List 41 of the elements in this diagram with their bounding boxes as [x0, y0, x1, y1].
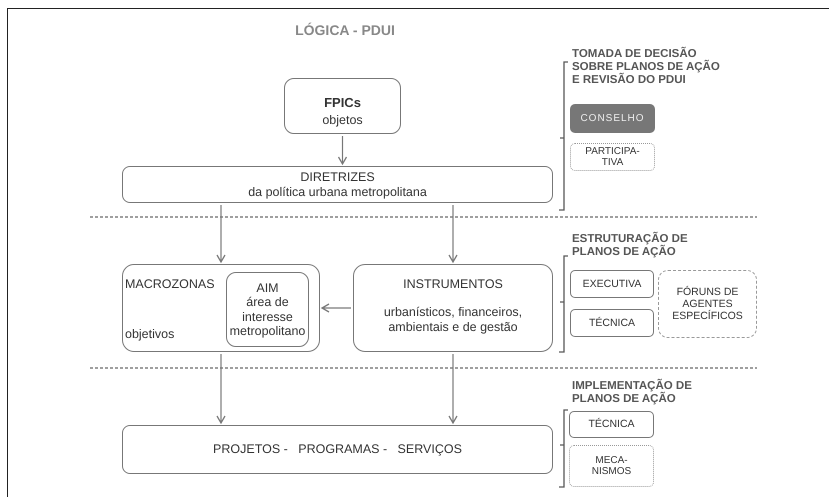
rounded-box: [226, 272, 309, 347]
rounded-box: [353, 264, 553, 352]
node-text: urbanísticos, financeiros, ambientais e de gestão: [382, 305, 524, 334]
node-title: PROJETOS - PROGRAMAS - SERVIÇOS: [213, 442, 462, 457]
rounded-box: [570, 309, 654, 337]
section-heading: ESTRUTURAÇÃO DE PLANOS DE AÇÃO: [572, 233, 689, 259]
arrow: [216, 354, 226, 424]
arrow: [338, 136, 348, 165]
arrow: [216, 205, 226, 263]
node-title: TÉCNICA: [588, 418, 635, 431]
section-heading: TOMADA DE DECISÃO SOBRE PLANOS DE AÇÃO E REVISÃO DO PDUI: [572, 48, 721, 87]
node-title: DIRETRIZES: [300, 170, 375, 184]
rounded-box: [569, 411, 654, 438]
filled-box: [570, 104, 655, 133]
node-title: FÓRUNS DE AGENTES ESPECÍFICOS: [671, 286, 744, 322]
node-title: MECA- NISMOS: [590, 454, 632, 478]
rounded-box: [569, 445, 654, 487]
node-text: objetos: [322, 113, 363, 128]
arrow: [321, 303, 351, 313]
rounded-box: [122, 425, 553, 474]
rounded-box: [122, 166, 553, 203]
arrow: [448, 205, 458, 263]
node-title: AIM: [256, 281, 279, 296]
rounded-box: [658, 270, 757, 338]
node-title: CONSELHO: [580, 112, 645, 124]
rounded-box: [570, 143, 655, 171]
node-text: da política urbana metropolitana: [248, 184, 427, 199]
rounded-box: [284, 78, 401, 134]
node-title: MACROZONAS: [125, 277, 215, 292]
node-title: INSTRUMENTOS: [403, 277, 503, 292]
node-title: PARTICIPA- TIVA: [584, 146, 641, 168]
diagram-title: LÓGICA - PDUI: [294, 22, 396, 38]
section-heading: IMPLEMENTAÇÃO DE PLANOS DE AÇÃO: [572, 380, 693, 406]
node-title: FPICs: [324, 96, 361, 112]
rounded-box: [122, 264, 320, 352]
node-text: objetivos: [125, 326, 174, 341]
rounded-box: [570, 270, 654, 298]
node-title: TÉCNICA: [588, 316, 636, 330]
node-text: área de interesse metropolitano: [228, 295, 306, 338]
arrow: [448, 354, 458, 424]
node-title: EXECUTIVA: [582, 278, 642, 290]
